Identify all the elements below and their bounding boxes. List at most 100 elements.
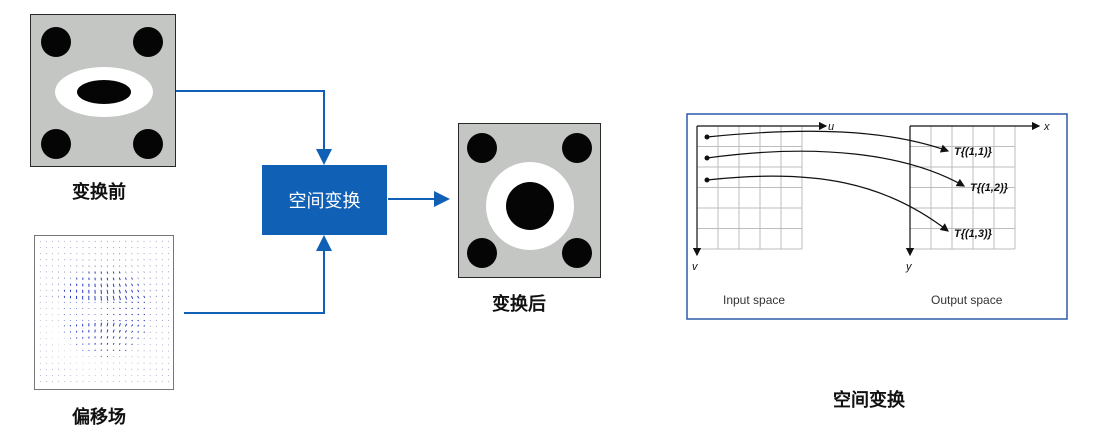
field-vector bbox=[45, 240, 47, 242]
field-vector bbox=[131, 240, 133, 242]
field-vector bbox=[106, 240, 109, 243]
field-vector bbox=[76, 240, 78, 242]
field-vector bbox=[125, 240, 127, 242]
field-vector bbox=[76, 246, 78, 249]
field-vector bbox=[167, 271, 170, 273]
field-vector bbox=[155, 252, 157, 255]
field-vector bbox=[137, 380, 139, 383]
field-vector bbox=[39, 252, 41, 255]
field-vector bbox=[131, 271, 133, 274]
field-vector bbox=[131, 319, 134, 322]
field-vector bbox=[106, 283, 109, 288]
field-vector bbox=[118, 336, 121, 339]
field-vector bbox=[167, 313, 170, 316]
field-vector bbox=[149, 283, 152, 286]
field-vector bbox=[167, 259, 170, 261]
field-vector bbox=[106, 329, 109, 333]
field-vector bbox=[149, 240, 151, 242]
mapping-curve-1 bbox=[706, 130, 950, 153]
label-after: 变换后 bbox=[492, 294, 546, 315]
field-vector bbox=[131, 265, 133, 267]
field-vector bbox=[118, 240, 121, 242]
field-vector bbox=[112, 271, 115, 274]
field-vector bbox=[167, 374, 169, 377]
field-vector bbox=[106, 277, 109, 281]
field-vector bbox=[137, 259, 139, 261]
field-vector bbox=[143, 380, 145, 383]
field-vector bbox=[106, 355, 109, 358]
field-vector bbox=[143, 259, 145, 261]
field-vector bbox=[112, 349, 115, 352]
field-vector bbox=[100, 355, 102, 358]
field-vector bbox=[106, 259, 109, 261]
field-vector bbox=[149, 265, 151, 267]
field-vector bbox=[167, 265, 170, 267]
field-vector bbox=[45, 265, 47, 267]
field-vector bbox=[112, 240, 115, 242]
field-vector bbox=[137, 240, 139, 242]
field-vector bbox=[88, 246, 90, 249]
after-image bbox=[458, 123, 601, 278]
field-vector bbox=[112, 289, 115, 294]
corner-dot bbox=[41, 27, 71, 57]
field-vector bbox=[39, 356, 41, 358]
field-vector bbox=[112, 259, 115, 261]
field-vector bbox=[137, 271, 139, 274]
field-vector bbox=[167, 289, 170, 291]
field-vector bbox=[57, 252, 60, 255]
field-vector bbox=[161, 246, 163, 249]
field-vector bbox=[45, 246, 47, 248]
corner-dot bbox=[133, 129, 163, 159]
field-vector bbox=[131, 283, 134, 287]
spaces-figure: u v x y T{(1,1)} T{(1,2)} T{(1,3)} Input… bbox=[686, 113, 1068, 320]
field-vector bbox=[137, 337, 139, 339]
field-vector bbox=[106, 252, 109, 255]
corner-dot bbox=[467, 133, 497, 163]
field-vector bbox=[125, 301, 127, 304]
field-vector bbox=[112, 277, 115, 281]
field-vector bbox=[143, 319, 146, 322]
arrow-before-to-transform bbox=[176, 90, 332, 165]
field-vector bbox=[39, 374, 41, 377]
label-displacement-field: 偏移场 bbox=[72, 407, 126, 428]
field-vector bbox=[167, 368, 169, 370]
field-vector bbox=[106, 295, 109, 301]
field-vector bbox=[51, 265, 54, 267]
field-vector bbox=[119, 313, 121, 316]
field-vector bbox=[51, 246, 54, 249]
field-vector bbox=[131, 277, 133, 280]
field-vector bbox=[161, 265, 163, 267]
field-vector bbox=[118, 329, 121, 333]
field-vector bbox=[131, 295, 134, 300]
corner-dot bbox=[467, 238, 497, 268]
field-vector bbox=[106, 271, 109, 274]
field-vector bbox=[106, 265, 109, 268]
field-vector bbox=[125, 313, 127, 316]
field-vector bbox=[143, 283, 146, 286]
field-vector bbox=[39, 265, 41, 267]
before-image bbox=[30, 14, 176, 167]
field-vector bbox=[100, 271, 103, 274]
field-vector bbox=[155, 289, 158, 292]
field-vector bbox=[167, 277, 170, 279]
field-vector bbox=[131, 307, 134, 310]
field-vector bbox=[124, 323, 128, 327]
field-vector bbox=[137, 307, 140, 310]
field-vector bbox=[119, 307, 121, 310]
field-vector bbox=[167, 246, 169, 248]
field-vector bbox=[143, 277, 145, 280]
field-vector bbox=[125, 271, 127, 274]
field-vector bbox=[149, 259, 151, 261]
field-vector bbox=[100, 342, 103, 345]
field-vector bbox=[58, 374, 60, 377]
field-vector bbox=[45, 259, 47, 261]
field-vector bbox=[119, 301, 121, 304]
field-vector bbox=[167, 283, 170, 285]
black-ellipse bbox=[77, 80, 131, 104]
axis-v-label: v bbox=[692, 261, 699, 273]
field-vector bbox=[161, 252, 163, 255]
field-vector bbox=[106, 301, 109, 303]
field-vector bbox=[125, 349, 127, 352]
field-vector bbox=[124, 277, 127, 281]
field-vector bbox=[137, 331, 140, 333]
